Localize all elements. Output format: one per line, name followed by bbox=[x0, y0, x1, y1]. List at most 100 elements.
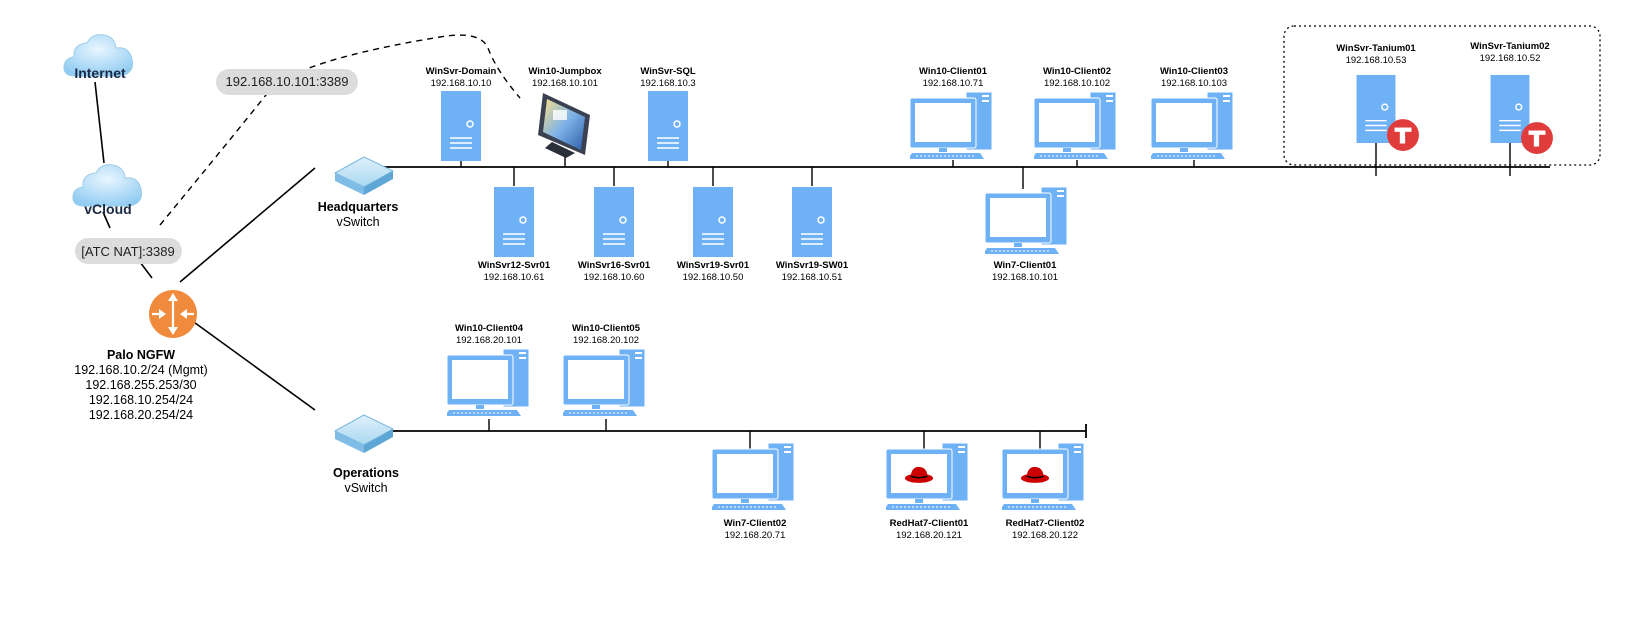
server-icon bbox=[791, 186, 833, 258]
node-ip: 192.168.10.3 bbox=[640, 78, 695, 89]
node-ip: 192.168.10.101 bbox=[992, 272, 1058, 283]
firewall-ip: 192.168.20.254/24 bbox=[89, 408, 193, 422]
node-redhat7-client01[interactable]: RedHat7-Client01 192.168.20.121 bbox=[884, 443, 969, 541]
node-win10-client05[interactable]: Win10-Client05 192.168.20.102 bbox=[561, 323, 646, 417]
firewall-ip: 192.168.10.254/24 bbox=[89, 393, 193, 407]
server-icon bbox=[593, 186, 635, 258]
server-icon bbox=[647, 90, 689, 162]
cloud-icon bbox=[72, 164, 143, 207]
node-name: WinSvr-SQL bbox=[640, 66, 696, 77]
switch-icon bbox=[334, 414, 394, 454]
internet-label: Internet bbox=[74, 65, 126, 81]
server-icon bbox=[493, 186, 535, 258]
jumpbox-nat-path bbox=[159, 34, 521, 226]
hq-vswitch[interactable]: Headquarters vSwitch bbox=[318, 156, 399, 229]
atc-nat-label: [ATC NAT]:3389 bbox=[81, 244, 174, 259]
node-name: WinSvr-Tanium01 bbox=[1336, 43, 1416, 54]
server-icon bbox=[440, 90, 482, 162]
switch-icon bbox=[334, 156, 394, 196]
workstation-icon bbox=[1151, 92, 1234, 160]
hq-drops bbox=[460, 143, 1511, 189]
node-winsvr-tanium02[interactable]: WinSvr-Tanium02 192.168.10.52 bbox=[1470, 41, 1553, 154]
node-win10-client04[interactable]: Win10-Client04 192.168.20.101 bbox=[445, 323, 530, 417]
node-name: Win10-Client02 bbox=[1043, 66, 1111, 77]
firewall-hq-link bbox=[179, 167, 316, 283]
palo-ngfw[interactable]: Palo NGFW 192.168.10.2/24 (Mgmt) 192.168… bbox=[74, 290, 208, 422]
ops-vswitch[interactable]: Operations vSwitch bbox=[333, 414, 399, 495]
node-ip: 192.168.10.53 bbox=[1346, 55, 1407, 66]
workstation-icon bbox=[712, 443, 795, 511]
node-win10-client01[interactable]: Win10-Client01 192.168.10.71 bbox=[908, 66, 993, 160]
node-name: WinSvr16-Svr01 bbox=[578, 260, 651, 271]
node-name: RedHat7-Client02 bbox=[1006, 518, 1085, 529]
workstation-icon bbox=[447, 349, 530, 417]
workstation-icon bbox=[1034, 92, 1117, 160]
vcloud-label: vCloud bbox=[84, 201, 131, 217]
node-name: RedHat7-Client01 bbox=[890, 518, 969, 529]
jumpbox-monitor-icon bbox=[538, 93, 590, 158]
node-ip: 192.168.10.101 bbox=[532, 78, 598, 89]
atc-nat-pill: [ATC NAT]:3389 bbox=[75, 238, 182, 264]
node-name: Win10-Client05 bbox=[572, 323, 641, 334]
node-win10-jumpbox[interactable]: Win10-Jumpbox 192.168.10.101 bbox=[528, 66, 602, 158]
switch-type: vSwitch bbox=[336, 215, 379, 229]
firewall-ip: 192.168.255.253/30 bbox=[85, 378, 196, 392]
node-ip: 192.168.10.71 bbox=[923, 78, 984, 89]
node-ip: 192.168.10.61 bbox=[484, 272, 545, 283]
node-name: WinSvr12-Svr01 bbox=[478, 260, 551, 271]
node-winsvr-sql[interactable]: WinSvr-SQL 192.168.10.3 bbox=[640, 66, 696, 162]
switch-type: vSwitch bbox=[344, 481, 387, 495]
node-ip: 192.168.10.10 bbox=[431, 78, 492, 89]
jumpbox-nat-label: 192.168.10.101:3389 bbox=[226, 74, 349, 89]
workstation-icon bbox=[563, 349, 646, 417]
node-ip: 192.168.20.102 bbox=[573, 335, 639, 346]
node-ip: 192.168.10.51 bbox=[782, 272, 843, 283]
node-name: Win10-Client04 bbox=[455, 323, 524, 334]
tanium-group-boundary bbox=[1283, 25, 1601, 166]
router-icon bbox=[149, 290, 197, 338]
node-name: Win10-Client03 bbox=[1160, 66, 1228, 77]
node-win10-client03[interactable]: Win10-Client03 192.168.10.103 bbox=[1149, 66, 1234, 160]
internet-vcloud-link bbox=[94, 81, 105, 164]
node-name: WinSvr19-SW01 bbox=[776, 260, 849, 271]
tanium-logo-icon bbox=[1521, 122, 1553, 154]
bus-lines bbox=[380, 166, 1550, 438]
node-winsvr19-sw01[interactable]: WinSvr19-SW01 192.168.10.51 bbox=[776, 186, 849, 283]
node-name: Win7-Client02 bbox=[724, 518, 787, 529]
vcloud-cloud[interactable]: vCloud bbox=[72, 164, 143, 217]
node-ip: 192.168.10.50 bbox=[683, 272, 744, 283]
server-icon bbox=[692, 186, 734, 258]
node-win7-client01[interactable]: Win7-Client01 192.168.10.101 bbox=[983, 187, 1068, 283]
node-winsvr-domain[interactable]: WinSvr-Domain 192.168.10.10 bbox=[426, 66, 497, 162]
node-winsvr19-svr01[interactable]: WinSvr19-Svr01 192.168.10.50 bbox=[677, 186, 750, 283]
node-name: WinSvr-Tanium02 bbox=[1470, 41, 1549, 52]
jumpbox-nat-pill: 192.168.10.101:3389 bbox=[216, 69, 358, 95]
tanium-logo-icon bbox=[1387, 119, 1419, 151]
node-ip: 192.168.10.52 bbox=[1480, 53, 1541, 64]
vcloud-nat-link bbox=[102, 211, 111, 229]
node-ip: 192.168.20.101 bbox=[456, 335, 522, 346]
node-redhat7-client02[interactable]: RedHat7-Client02 192.168.20.122 bbox=[1000, 443, 1085, 541]
node-win10-client02[interactable]: Win10-Client02 192.168.10.102 bbox=[1032, 66, 1117, 160]
switch-name: Headquarters bbox=[318, 200, 399, 214]
node-win7-client02[interactable]: Win7-Client02 192.168.20.71 bbox=[710, 443, 795, 541]
node-name: WinSvr-Domain bbox=[426, 66, 497, 77]
firewall-name: Palo NGFW bbox=[107, 348, 175, 362]
node-name: Win10-Client01 bbox=[919, 66, 988, 77]
workstation-icon bbox=[985, 187, 1068, 255]
firewall-ops-link bbox=[179, 311, 316, 411]
node-name: WinSvr19-Svr01 bbox=[677, 260, 750, 271]
node-winsvr12-svr01[interactable]: WinSvr12-Svr01 192.168.10.61 bbox=[478, 186, 551, 283]
workstation-icon bbox=[910, 92, 993, 160]
firewall-ip: 192.168.10.2/24 (Mgmt) bbox=[74, 363, 207, 377]
node-ip: 192.168.10.102 bbox=[1044, 78, 1110, 89]
internet-cloud[interactable]: Internet bbox=[63, 34, 134, 81]
node-ip: 192.168.20.121 bbox=[896, 530, 962, 541]
node-name: Win10-Jumpbox bbox=[528, 66, 602, 77]
node-ip: 192.168.10.103 bbox=[1161, 78, 1227, 89]
node-winsvr16-svr01[interactable]: WinSvr16-Svr01 192.168.10.60 bbox=[578, 186, 651, 283]
switch-name: Operations bbox=[333, 466, 399, 480]
node-winsvr-tanium01[interactable]: WinSvr-Tanium01 192.168.10.53 bbox=[1336, 43, 1419, 151]
node-ip: 192.168.20.71 bbox=[725, 530, 786, 541]
